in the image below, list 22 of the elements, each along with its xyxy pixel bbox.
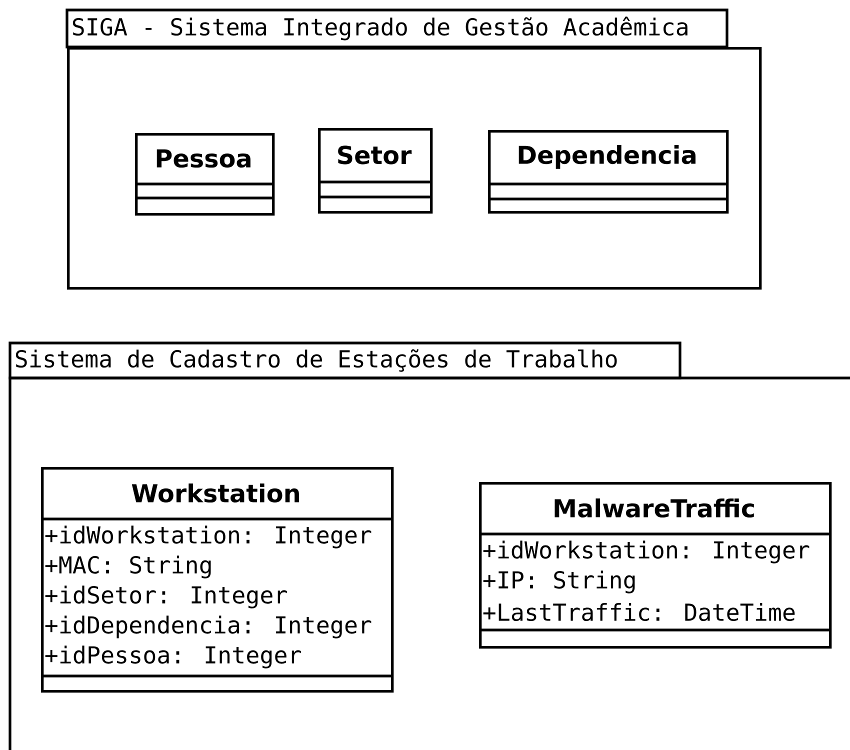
class-name: Workstation bbox=[132, 483, 299, 503]
attribute-text: +idPessoa: Integer bbox=[45, 646, 301, 668]
class-name: MalwareTraffic bbox=[554, 498, 754, 518]
class-box bbox=[479, 482, 832, 649]
package-frame bbox=[66, 8, 762, 290]
package-title: SIGA - Sistema Integrado de Gestão Acadêmica bbox=[72, 16, 688, 40]
attribute-text: +idDependencia: Integer bbox=[45, 616, 372, 638]
attribute-text: +IP: String bbox=[483, 570, 635, 594]
attribute-text: +LastTraffic: DateTime bbox=[483, 602, 795, 622]
class-box bbox=[135, 133, 275, 216]
package-frame bbox=[8, 342, 850, 750]
class-box bbox=[488, 130, 729, 214]
attribute-text: +MAC: String bbox=[45, 556, 211, 578]
class-name: Pessoa bbox=[156, 149, 250, 168]
attribute-text: +idWorkstation: Integer bbox=[45, 526, 372, 548]
class-box bbox=[41, 467, 394, 693]
class-box bbox=[318, 128, 433, 214]
class-name: Setor bbox=[338, 146, 412, 164]
class-name: Dependencia bbox=[518, 145, 696, 169]
package-title: Sistema de Cadastro de Estações de Trabalho bbox=[16, 349, 617, 372]
attribute-text: +idSetor: Integer bbox=[45, 586, 287, 608]
attribute-text: +idWorkstation: Integer bbox=[483, 540, 810, 564]
